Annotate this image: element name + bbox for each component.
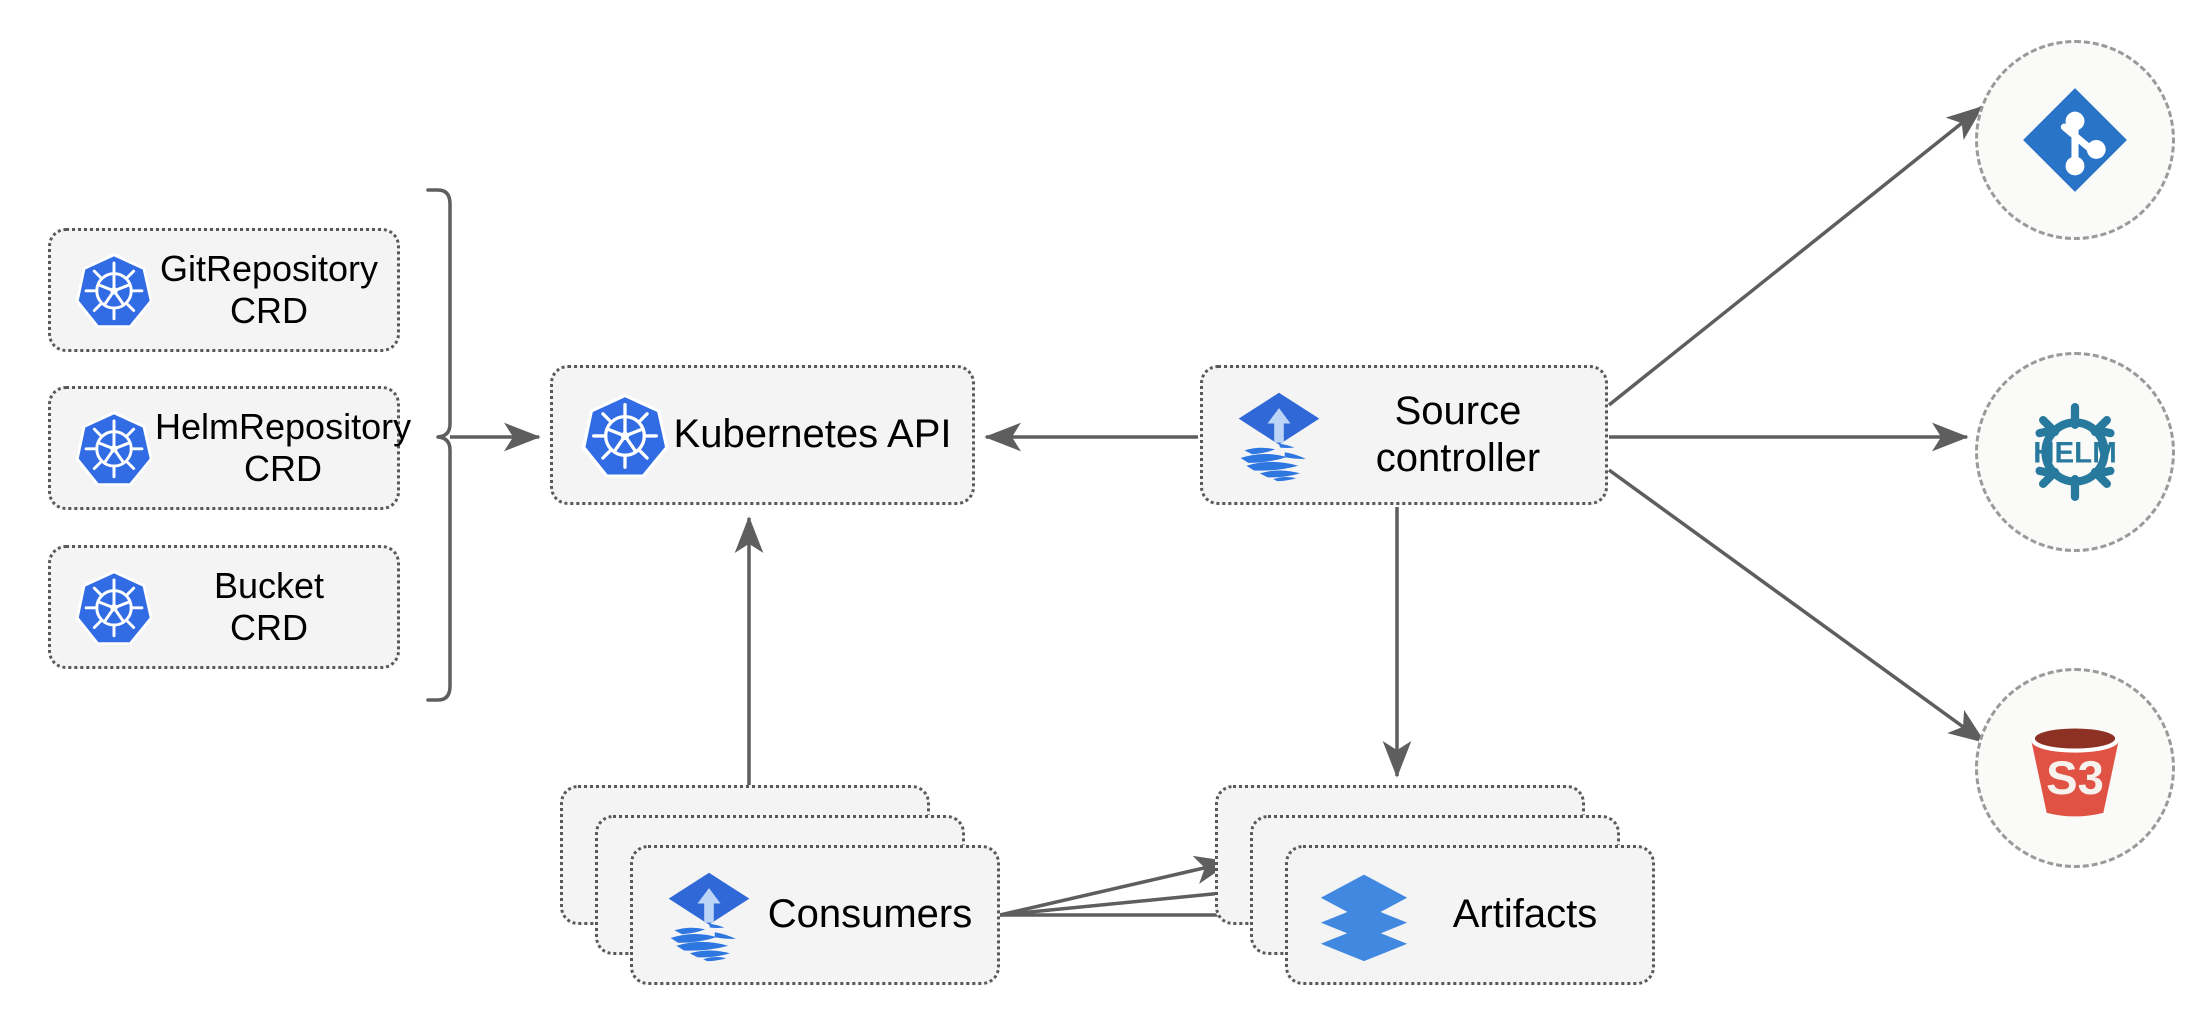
kubernetes-icon (579, 389, 671, 481)
source-controller-label: Source controller (1375, 388, 1541, 480)
helmrepository-crd-node[interactable]: HelmRepository CRD (48, 386, 411, 510)
source-controller-node[interactable]: Source controller (1200, 365, 1608, 505)
gitrepository-crd-node[interactable]: GitRepository CRD (48, 228, 400, 352)
s3-wordmark: S3 (2046, 752, 2104, 805)
flux-icon (1231, 387, 1327, 483)
helm-wordmark: HELM (2033, 437, 2117, 470)
edge-source-to-git (1607, 105, 1984, 407)
consumers-card-front[interactable]: Consumers (630, 845, 1000, 985)
helm-endpoint-node[interactable]: HELM (1975, 352, 2175, 552)
bucket-crd-label: Bucket CRD (213, 564, 325, 648)
s3-endpoint-node[interactable]: S3 (1975, 668, 2175, 868)
git-endpoint-node[interactable] (1975, 40, 2175, 240)
flux-icon (661, 867, 757, 963)
bucket-crd-node[interactable]: Bucket CRD (48, 545, 400, 669)
artifacts-card-front[interactable]: Artifacts (1285, 845, 1655, 985)
artifacts-label: Artifacts (1452, 892, 1598, 937)
helm-icon: HELM (2016, 393, 2134, 511)
kubernetes-icon (73, 249, 155, 331)
kubernetes-icon (73, 566, 155, 648)
helmrepository-crd-label: HelmRepository CRD (155, 405, 412, 489)
s3-icon: S3 (2016, 709, 2134, 827)
artifacts-node[interactable]: Artifacts (1215, 785, 1655, 985)
edge-source-to-s3 (1607, 468, 1986, 744)
kubernetes-api-label: Kubernetes API (673, 412, 952, 457)
git-icon (2016, 81, 2134, 199)
gitrepository-crd-label: GitRepository CRD (159, 247, 379, 331)
consumers-label: Consumers (767, 892, 973, 937)
layers-icon (1316, 867, 1412, 963)
consumers-node[interactable]: Consumers (560, 785, 1000, 985)
kubernetes-icon (73, 407, 155, 489)
crd-group-brace (426, 188, 541, 702)
kubernetes-api-node[interactable]: Kubernetes API (550, 365, 975, 505)
